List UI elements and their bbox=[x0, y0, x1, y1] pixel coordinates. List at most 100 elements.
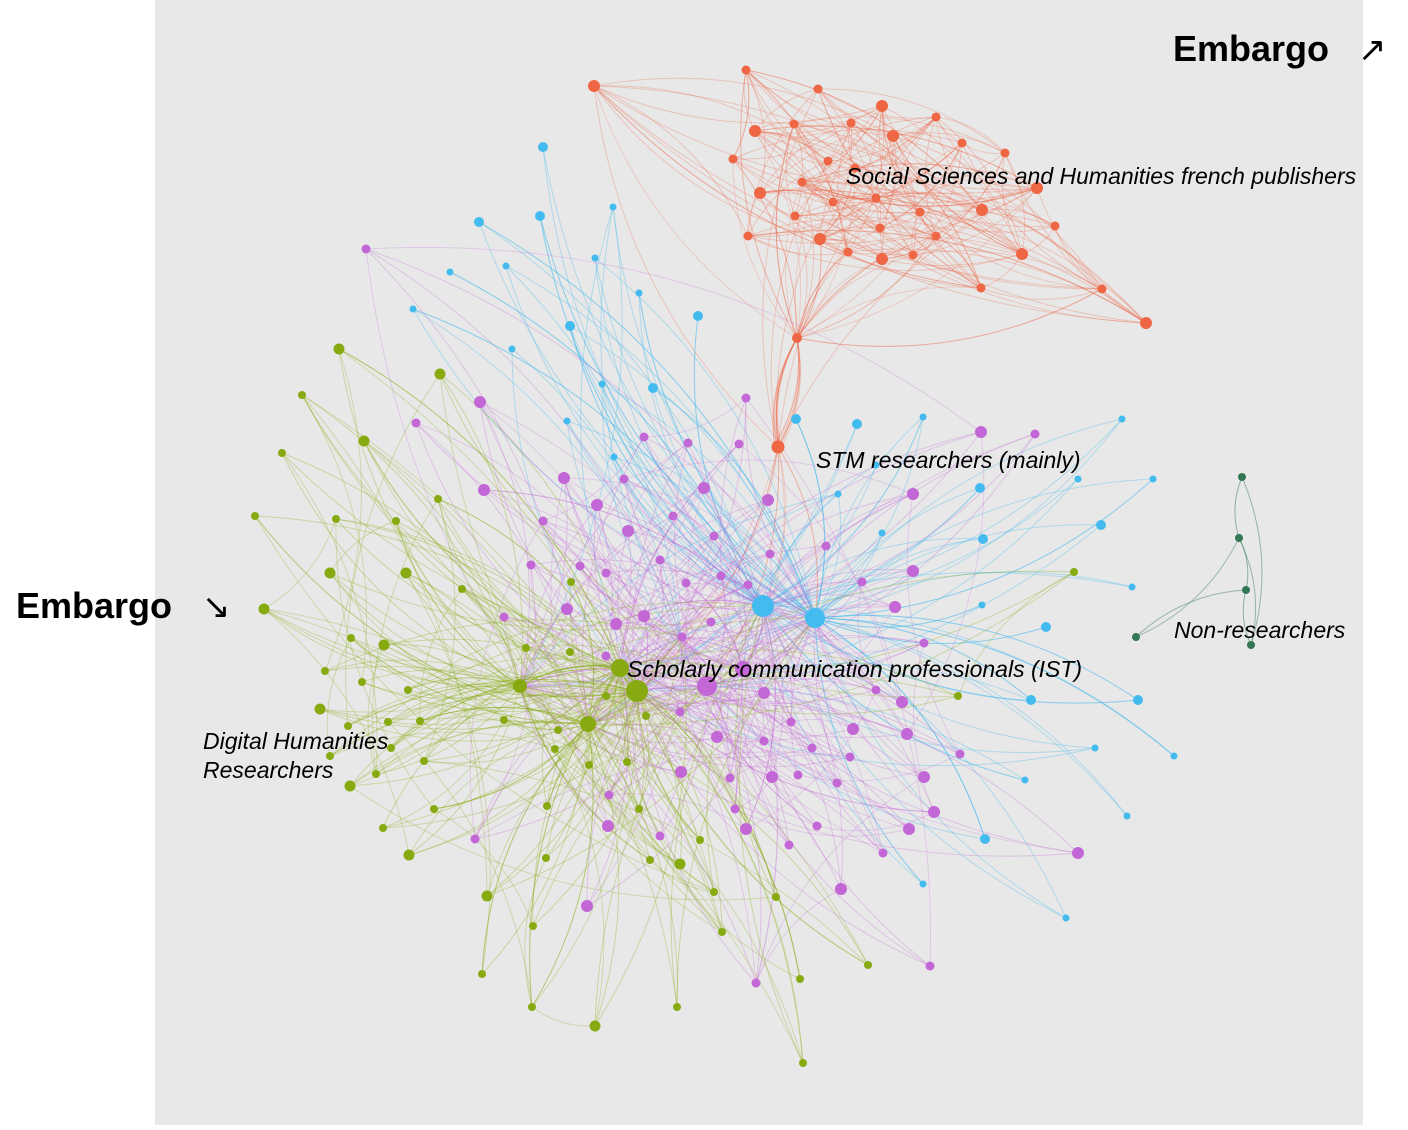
network-edge bbox=[439, 373, 682, 638]
network-node bbox=[598, 380, 606, 388]
network-edge bbox=[594, 636, 687, 1027]
network-edge bbox=[412, 308, 764, 607]
network-edge bbox=[794, 214, 1147, 324]
network-edge bbox=[814, 604, 983, 628]
network-node bbox=[976, 283, 986, 293]
network-edge bbox=[778, 337, 801, 448]
network-node bbox=[251, 512, 259, 520]
network-edge bbox=[747, 229, 1147, 324]
network-node bbox=[915, 207, 925, 217]
network-node bbox=[740, 823, 752, 835]
network-edge bbox=[586, 667, 629, 907]
network-edge bbox=[382, 719, 505, 829]
network-edge bbox=[623, 478, 813, 749]
network-edge bbox=[608, 794, 661, 837]
network-edge bbox=[619, 667, 908, 738]
network-edge bbox=[319, 708, 589, 742]
network-node bbox=[758, 687, 770, 699]
network-edge bbox=[588, 667, 621, 766]
network-node bbox=[907, 565, 919, 577]
network-node bbox=[538, 142, 548, 152]
network-edge bbox=[619, 667, 804, 1064]
network-edge bbox=[817, 88, 1038, 189]
network-edge bbox=[706, 617, 816, 687]
network-edge bbox=[263, 608, 640, 810]
network-edge bbox=[554, 748, 605, 1027]
network-node bbox=[980, 834, 990, 844]
network-node bbox=[852, 419, 862, 429]
cluster-label-stm: STM researchers (mainly) bbox=[816, 447, 1081, 473]
network-edge bbox=[740, 69, 798, 339]
network-edge bbox=[814, 617, 925, 778]
network-edge bbox=[793, 123, 914, 256]
network-edge bbox=[796, 288, 1103, 347]
network-node bbox=[751, 978, 761, 988]
network-edge bbox=[349, 721, 589, 787]
network-node bbox=[554, 726, 562, 734]
network-edge bbox=[326, 637, 352, 757]
network-edge bbox=[619, 642, 925, 685]
network-node bbox=[638, 610, 650, 622]
network-edge bbox=[608, 667, 628, 796]
network-node bbox=[812, 821, 822, 831]
network-edge bbox=[892, 135, 1103, 290]
network-edge bbox=[1135, 589, 1247, 638]
network-node bbox=[872, 461, 880, 469]
network-edge bbox=[619, 493, 914, 669]
network-edge bbox=[801, 181, 937, 237]
network-edge bbox=[349, 667, 621, 787]
network-node bbox=[683, 438, 693, 448]
network-edge bbox=[636, 606, 896, 692]
network-edge bbox=[519, 535, 715, 687]
network-edge bbox=[623, 478, 764, 607]
network-edge bbox=[481, 723, 589, 975]
network-edge bbox=[423, 685, 521, 762]
network-edge bbox=[390, 667, 621, 749]
network-edge bbox=[732, 69, 750, 160]
network-node bbox=[333, 343, 345, 355]
network-edge bbox=[335, 518, 621, 669]
network-edge bbox=[796, 258, 883, 339]
network-edge bbox=[301, 394, 621, 669]
network-edge bbox=[814, 532, 883, 619]
network-node bbox=[602, 692, 610, 700]
network-node bbox=[567, 578, 575, 586]
network-edge bbox=[338, 348, 621, 669]
network-edge bbox=[503, 584, 749, 627]
network-node bbox=[400, 567, 412, 579]
network-edge bbox=[762, 493, 914, 607]
network-edge bbox=[854, 167, 1056, 228]
network-edge bbox=[745, 69, 983, 211]
network-edge bbox=[301, 394, 723, 933]
network-edge bbox=[350, 637, 559, 731]
network-edge bbox=[636, 690, 682, 865]
network-edge bbox=[461, 588, 678, 1008]
network-edge bbox=[680, 570, 914, 639]
network-node bbox=[792, 333, 802, 343]
network-edge bbox=[762, 605, 884, 854]
network-edge bbox=[672, 515, 884, 854]
network-edge bbox=[593, 85, 1103, 290]
network-edge bbox=[762, 605, 1096, 749]
network-node bbox=[698, 482, 710, 494]
network-edge bbox=[680, 553, 771, 638]
network-node bbox=[878, 848, 888, 858]
network-edge bbox=[703, 487, 903, 703]
network-edge bbox=[636, 690, 650, 810]
network-node bbox=[609, 203, 617, 211]
network-edge bbox=[681, 636, 925, 778]
network-node bbox=[846, 118, 856, 128]
network-edge bbox=[801, 163, 1038, 189]
network-node bbox=[543, 802, 551, 810]
network-edge bbox=[680, 446, 779, 638]
network-edge bbox=[981, 209, 1103, 290]
network-edge bbox=[759, 189, 1023, 255]
network-edge bbox=[542, 520, 757, 984]
network-edge bbox=[747, 142, 963, 237]
network-edge bbox=[390, 667, 621, 749]
network-edge bbox=[674, 442, 708, 687]
network-node bbox=[681, 578, 691, 588]
network-edge bbox=[762, 605, 784, 778]
network-node bbox=[925, 961, 935, 971]
network-node bbox=[759, 736, 769, 746]
